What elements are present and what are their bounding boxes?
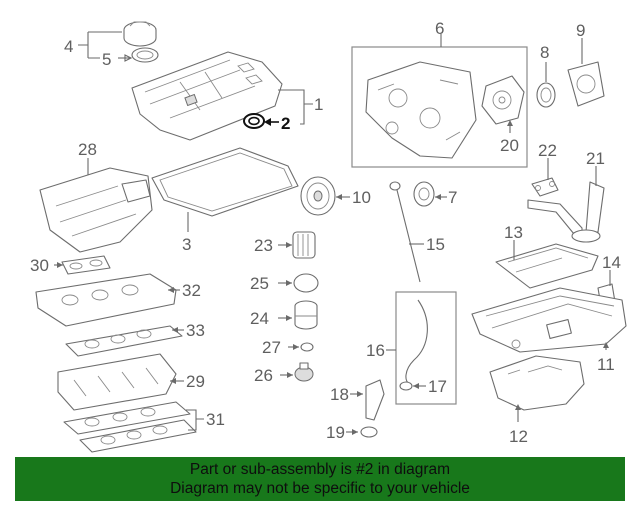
callout-28[interactable]: 28 (78, 140, 97, 159)
part-crankshaft-oil-seal (536, 82, 556, 108)
part-strainer-gasket (360, 426, 378, 438)
callout-8[interactable]: 8 (540, 43, 549, 62)
callout-17[interactable]: 17 (428, 377, 447, 396)
leader-31 (186, 409, 204, 431)
part-31-gasket-upper (63, 401, 191, 435)
part-2-highlighted-seal (243, 113, 265, 129)
part-oil-filter-element (292, 231, 316, 259)
part-dipstick-guide (405, 299, 428, 385)
part-30-gasket (61, 255, 111, 275)
part-22-gasket (531, 177, 559, 197)
part-oil-pipe (527, 181, 605, 243)
part-front-oil-seal (413, 181, 435, 207)
callout-31[interactable]: 31 (206, 410, 225, 429)
box-timing-cover-group (351, 46, 528, 168)
callout-24[interactable]: 24 (250, 309, 269, 328)
part-drain-plug (294, 362, 314, 382)
callout-33[interactable]: 33 (186, 321, 205, 340)
part-guide-o-ring (399, 381, 413, 391)
part-oil-dipstick (389, 181, 421, 283)
callout-10[interactable]: 10 (352, 188, 371, 207)
callout-6[interactable]: 6 (435, 19, 444, 38)
part-drain-o-ring (300, 342, 314, 352)
part-oil-pan-lower (489, 355, 585, 411)
callout-13[interactable]: 13 (504, 223, 523, 242)
callout-29[interactable]: 29 (186, 372, 205, 391)
callout-25[interactable]: 25 (250, 274, 269, 293)
part-timing-chain-cover (365, 61, 477, 159)
part-crankshaft-pulley (300, 176, 336, 216)
leader-2-arrow (264, 118, 271, 126)
part-oil-pan-upper (471, 287, 627, 353)
callout-26[interactable]: 26 (254, 366, 273, 385)
callout-20[interactable]: 20 (500, 136, 519, 155)
callout-15[interactable]: 15 (426, 235, 445, 254)
callout-12[interactable]: 12 (509, 427, 528, 446)
callout-14[interactable]: 14 (602, 253, 621, 272)
part-filter-o-ring (293, 273, 319, 293)
callout-11[interactable]: 11 (597, 355, 615, 374)
leader-4 (78, 31, 122, 59)
callout-16[interactable]: 16 (366, 341, 385, 360)
notice-line-disclaimer: Diagram may not be specific to your vehi… (170, 480, 470, 497)
part-rear-oil-seal-retainer (567, 61, 605, 107)
callout-1[interactable]: 1 (314, 95, 323, 114)
callout-4[interactable]: 4 (64, 37, 73, 56)
callout-23[interactable]: 23 (254, 236, 273, 255)
part-water-pump (481, 75, 525, 125)
callout-27[interactable]: 27 (262, 338, 281, 357)
notice-line-part-number: Part or sub-assembly is #2 in diagram (189, 461, 451, 478)
part-33-gasket (65, 325, 183, 357)
part-intake-manifold (57, 353, 177, 411)
part-intake-plenum (39, 167, 153, 253)
callout-9[interactable]: 9 (576, 21, 585, 40)
callout-22[interactable]: 22 (538, 141, 557, 160)
callout-30[interactable]: 30 (30, 256, 49, 275)
part-oil-filter-cap (294, 300, 318, 330)
part-filler-cap-gasket (131, 47, 159, 63)
leader-1 (278, 89, 313, 125)
part-oil-strainer (365, 379, 385, 421)
callout-2[interactable]: 2 (281, 114, 290, 133)
callout-3[interactable]: 3 (182, 235, 191, 254)
callout-7[interactable]: 7 (448, 188, 457, 207)
box-dipstick-guide (395, 291, 457, 405)
callout-32[interactable]: 32 (182, 281, 201, 300)
part-intake-manifold-insulator (35, 273, 177, 327)
part-oil-filler-cap (123, 21, 157, 47)
callout-21[interactable]: 21 (586, 149, 605, 168)
callout-19[interactable]: 19 (326, 423, 345, 442)
part-31-gasket-lower (79, 419, 197, 453)
part-oil-pan-baffle (495, 243, 599, 289)
notice-banner: Part or sub-assembly is #2 in diagram Di… (15, 457, 625, 501)
callout-5[interactable]: 5 (102, 50, 111, 69)
callout-18[interactable]: 18 (330, 385, 349, 404)
part-head-cover-gasket (151, 147, 299, 217)
